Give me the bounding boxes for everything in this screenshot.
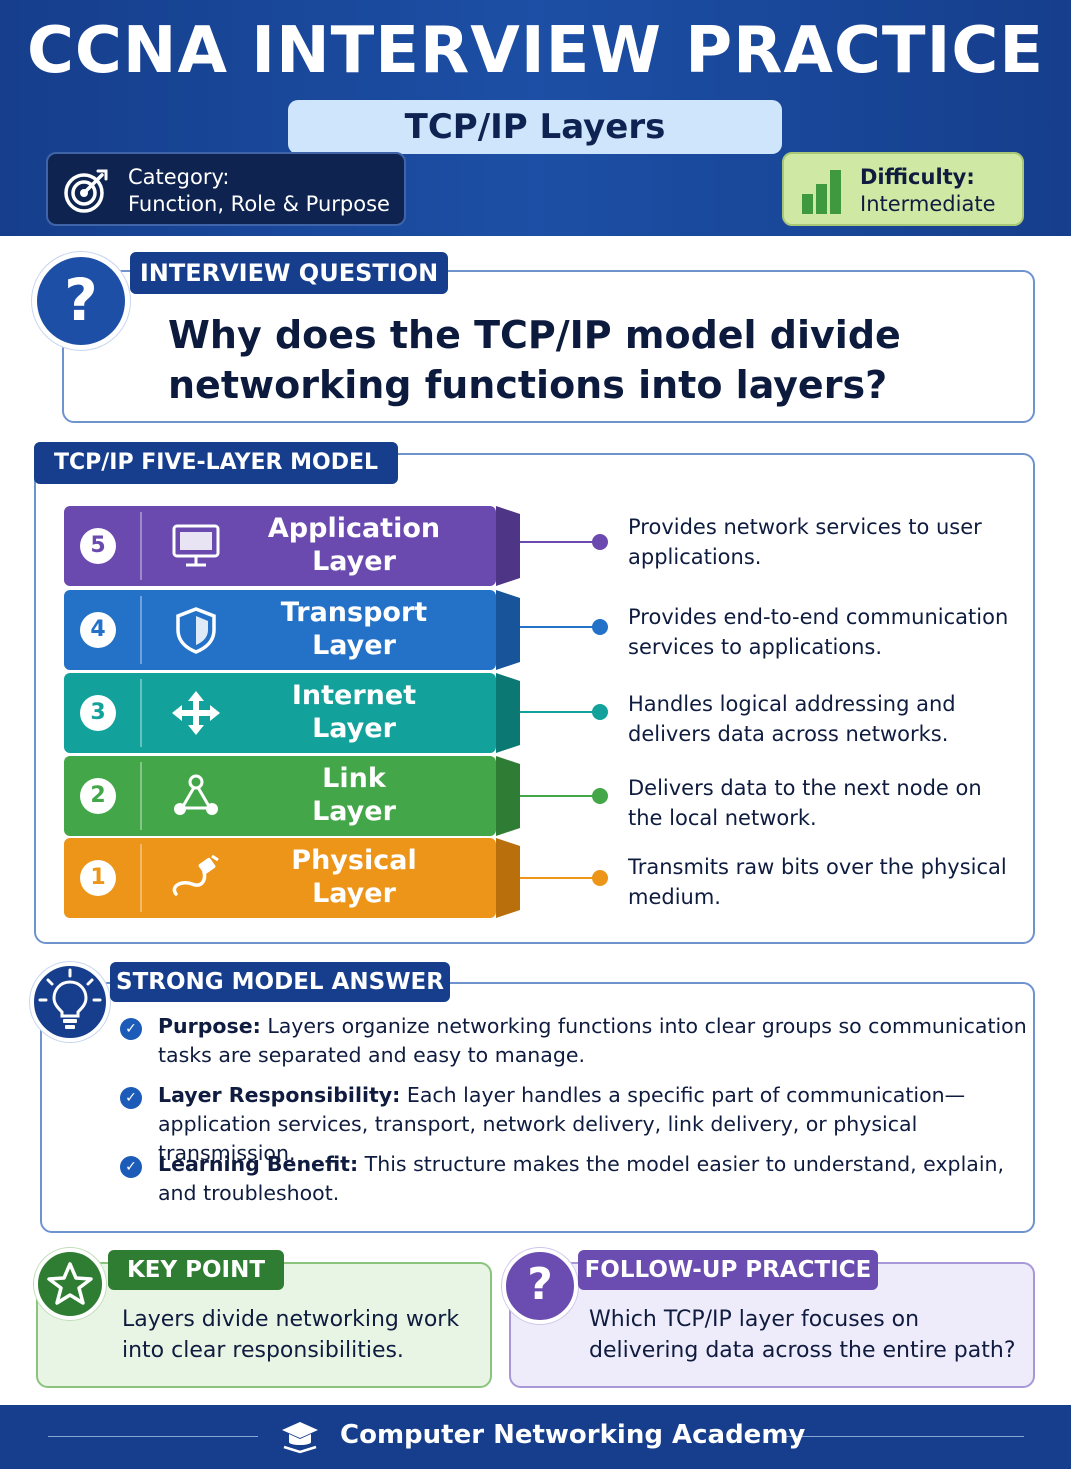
answer-card: [40, 982, 1035, 1233]
arrows-icon: [172, 691, 220, 735]
layer-description: Transmits raw bits over the physical med…: [628, 855, 1007, 909]
layer-link: 2 Link Layer: [64, 756, 496, 836]
difficulty-value: Intermediate: [860, 192, 996, 216]
question-card: [62, 270, 1035, 423]
footer: Computer Networking Academy: [0, 1405, 1071, 1469]
layer-number: 5: [80, 528, 116, 564]
category-box: Category: Function, Role & Purpose: [46, 152, 406, 226]
difficulty-label: Difficulty:: [860, 165, 975, 189]
model-tag: TCP/IP FIVE-LAYER MODEL: [34, 442, 398, 484]
category-value: Function, Role & Purpose: [128, 192, 390, 216]
layer-name: Internet Layer: [291, 680, 417, 744]
lightbulb-icon: [30, 962, 110, 1042]
layer-number: 1: [80, 860, 116, 896]
layer-application: 5 Application Layer: [64, 506, 496, 586]
check-icon: ✓: [120, 1018, 142, 1040]
follow-up-tag: FOLLOW-UP PRACTICE: [578, 1250, 878, 1290]
layer-physical: 1 Physical Layer: [64, 838, 496, 918]
cable-icon: [172, 854, 219, 896]
difficulty-bars-icon: [802, 170, 842, 214]
graduation-cap-icon: [282, 1422, 318, 1454]
layer-name: Application Layer: [267, 513, 441, 577]
layer-internet: 3 Internet Layer: [64, 673, 496, 753]
layer-description: Provides end-to-end communication servic…: [628, 605, 1009, 659]
question-tag: INTERVIEW QUESTION: [130, 252, 448, 294]
layer-name: Transport Layer: [280, 597, 428, 661]
topic-pill: TCP/IP Layers: [288, 100, 782, 154]
key-point-text: Layers divide networking work into clear…: [122, 1307, 460, 1363]
layer-number: 4: [80, 612, 116, 648]
follow-up-text: Which TCP/IP layer focuses on delivering…: [589, 1307, 1016, 1363]
footer-text: Computer Networking Academy: [340, 1420, 806, 1450]
question-mark-icon: ?: [502, 1248, 578, 1324]
check-icon: ✓: [120, 1156, 142, 1178]
question-text: Why does the TCP/IP model divide network…: [168, 313, 901, 407]
layer-name: Physical Layer: [291, 845, 417, 909]
page-title: CCNA INTERVIEW PRACTICE: [26, 14, 1045, 88]
check-icon: ✓: [120, 1087, 142, 1109]
layer-description: Provides network services to user applic…: [628, 515, 982, 569]
layer-number: 3: [80, 695, 116, 731]
layer-transport: 4 Transport Layer: [64, 590, 496, 670]
key-point-tag: KEY POINT: [108, 1250, 284, 1290]
nodes-icon: [174, 774, 218, 815]
target-icon: [64, 169, 108, 213]
layer-number: 2: [80, 778, 116, 814]
monitor-icon: [172, 524, 220, 567]
star-icon: [34, 1248, 106, 1320]
answer-tag: STRONG MODEL ANSWER: [110, 962, 450, 1002]
shield-icon: [176, 607, 216, 654]
layer-name: Link Layer: [312, 763, 396, 827]
category-label: Category:: [128, 165, 230, 189]
layer-description: Delivers data to the next node on the lo…: [628, 776, 982, 830]
difficulty-box: Difficulty: Intermediate: [782, 152, 1024, 226]
header-banner: CCNA INTERVIEW PRACTICE TCP/IP Layers Ca…: [0, 0, 1071, 236]
layer-description: Handles logical addressing and delivers …: [628, 692, 956, 746]
question-mark-icon: ?: [32, 252, 130, 350]
